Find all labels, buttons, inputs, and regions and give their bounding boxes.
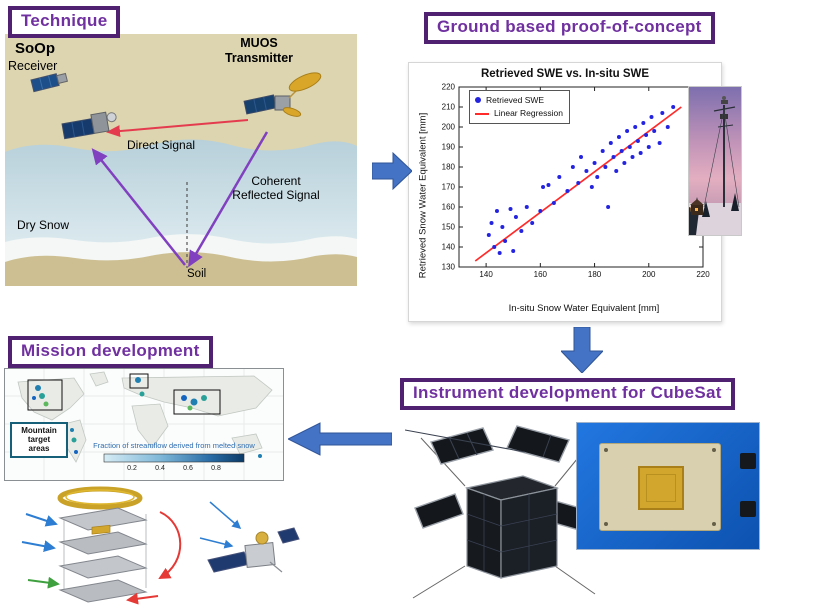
flow-arrow-down-icon	[561, 327, 603, 373]
colorbar-label: Fraction of streamflow derived from melt…	[93, 441, 255, 450]
regression-line-icon	[475, 112, 489, 115]
muos-transmitter-satellite-icon	[243, 72, 322, 117]
rf-connector	[740, 453, 756, 469]
streamflow-colorbar	[103, 453, 245, 463]
soop-receiver-satellite-icon	[30, 72, 68, 93]
svg-text:150: 150	[442, 223, 456, 232]
instrument-title: Instrument development for CubeSat	[400, 378, 735, 410]
mission-title-text: Mission development	[21, 341, 200, 360]
svg-text:220: 220	[442, 83, 456, 92]
field-tower-photo	[688, 86, 742, 236]
svg-text:140: 140	[442, 243, 456, 252]
deployed-spacecraft-view	[199, 501, 300, 573]
antenna-board-photo	[576, 422, 760, 550]
technique-title-text: Technique	[21, 11, 108, 30]
snow-streamflow-data-patches	[32, 377, 262, 458]
reflected-signal-arrow	[91, 148, 186, 266]
muos-transmitter-label: MUOS Transmitter	[224, 36, 294, 65]
colorbar-tick: 0.8	[211, 465, 221, 472]
scatter-marker-icon	[475, 97, 481, 103]
rf-connector	[740, 501, 756, 517]
swe-chart: Retrieved SWE vs. In-situ SWE 140 160 180 2…	[408, 62, 722, 322]
dry-snow-label: Dry Snow	[17, 218, 70, 232]
svg-text:170: 170	[442, 183, 456, 192]
technique-title: Technique	[8, 6, 121, 38]
svg-text:190: 190	[442, 143, 456, 152]
chart-plot-area: 140 160 180 200 220 130 140 150 160 170 180 190 200 2…	[409, 81, 721, 293]
flow-arrow-right-icon	[372, 151, 412, 191]
chart-legend: Retrieved SWE Linear Regression	[469, 90, 570, 125]
svg-text:180: 180	[442, 163, 456, 172]
direct-signal-arrow	[106, 119, 249, 138]
svg-text:200: 200	[642, 270, 656, 279]
soop-label: SoOp	[15, 40, 55, 57]
cubesat-photo	[405, 425, 596, 599]
technique-scene-graphic	[5, 34, 357, 286]
colorbar-tick: 0.6	[183, 465, 193, 472]
receiver-label: Receiver	[8, 59, 58, 73]
svg-text:130: 130	[442, 263, 456, 272]
colorbar-tick: 0.4	[155, 465, 165, 472]
chart-xlabel: In-situ Snow Water Equivalent [mm]	[508, 303, 660, 314]
colorbar-tick: 0.2	[127, 465, 137, 472]
patch-antenna	[638, 466, 684, 510]
exploded-stack-view	[21, 486, 182, 605]
direct-signal-label: Direct Signal	[127, 138, 196, 152]
legend-retrieved-swe: Retrieved SWE	[475, 94, 563, 107]
proof-title: Ground based proof-of-concept	[424, 12, 715, 44]
svg-text:200: 200	[442, 123, 456, 132]
soil-label: Soil	[187, 268, 207, 280]
cubesat-body	[464, 475, 560, 579]
legend-linear-regression: Linear Regression	[475, 107, 563, 120]
antenna-plate	[599, 443, 721, 531]
svg-text:180: 180	[588, 270, 602, 279]
svg-text:220: 220	[696, 270, 710, 279]
flow-arrow-left-icon	[288, 422, 392, 456]
streamflow-map: Mountain target areas Fraction of stream…	[4, 368, 284, 481]
incident-signal-arrow	[188, 131, 269, 268]
soop-receiver-satellite-large-icon	[61, 111, 117, 140]
svg-text:210: 210	[442, 103, 456, 112]
svg-text:160: 160	[442, 203, 456, 212]
cubesat-photo-area	[400, 412, 824, 610]
mountain-target-areas-label: Mountain target areas	[10, 422, 68, 458]
proof-title-text: Ground based proof-of-concept	[437, 17, 702, 36]
instrument-title-text: Instrument development for CubeSat	[413, 383, 722, 402]
chart-ylabel: Retrieved Snow Water Equivalent [mm]	[417, 112, 429, 279]
mission-title: Mission development	[8, 336, 213, 368]
chart-title: Retrieved SWE vs. In-situ SWE	[480, 68, 650, 80]
instrument-cad-drawing	[8, 484, 300, 610]
mountain-target-boxes	[27, 373, 221, 415]
technique-diagram: SoOp Receiver MUOS Transmitter Direct Si…	[5, 34, 357, 286]
coherent-reflected-signal-label: Coherent Reflected Signal	[232, 174, 320, 203]
svg-text:140: 140	[479, 270, 493, 279]
svg-text:160: 160	[534, 270, 548, 279]
